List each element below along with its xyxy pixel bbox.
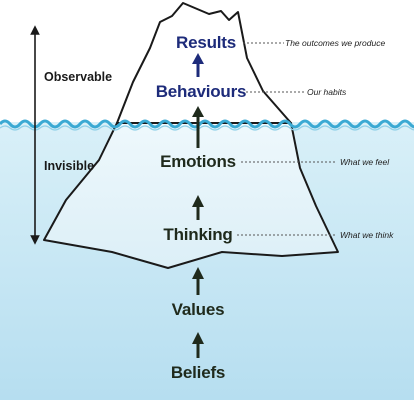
observable-label: Observable — [44, 70, 113, 84]
layer-thinking-label: Thinking — [163, 225, 233, 244]
note-results: The outcomes we produce — [285, 38, 386, 48]
layer-beliefs-label: Beliefs — [170, 363, 226, 382]
note-thinking: What we think — [340, 230, 394, 240]
iceberg-tip — [116, 2, 292, 124]
iceberg-submerged — [43, 122, 339, 269]
up-arrows — [192, 53, 204, 358]
arrow-behaviours-to-results — [192, 53, 204, 77]
layer-behaviours-label: Behaviours — [155, 82, 247, 101]
arrow-thinking-to-emotions — [192, 195, 204, 220]
layer-values-label: Values — [171, 300, 225, 319]
layer-emotions-label: Emotions — [160, 152, 236, 171]
note-behaviours: Our habits — [307, 87, 347, 97]
water-surface-wave — [0, 119, 414, 129]
arrow-beliefs-to-values — [192, 332, 204, 358]
invisible-label: Invisible — [44, 159, 95, 173]
note-emotions: What we feel — [340, 157, 390, 167]
leader-lines — [237, 42, 337, 236]
layer-results-label: Results — [175, 33, 237, 52]
arrow-emotions-to-behaviours — [192, 106, 204, 148]
arrow-values-to-thinking — [192, 267, 204, 295]
